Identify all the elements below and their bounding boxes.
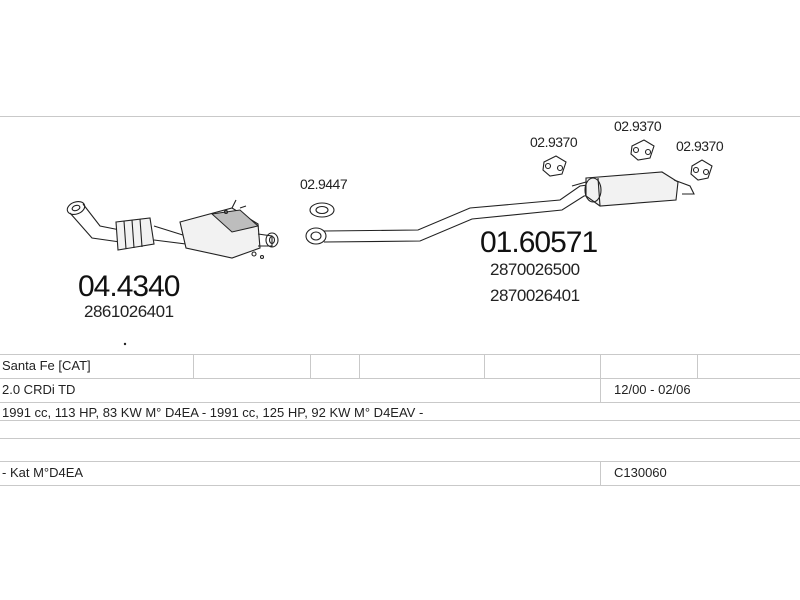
rear-silencer-oe-number: 2870026500 xyxy=(490,260,580,279)
table-rule-4 xyxy=(0,420,800,421)
rear-silencer-part-number: 01.60571 xyxy=(480,226,598,259)
note-cell: - Kat M°D4EA xyxy=(2,465,84,480)
model-cell: Santa Fe [CAT] xyxy=(2,358,91,373)
col-divider xyxy=(193,355,194,378)
table-rule-1 xyxy=(0,354,800,355)
hanger-right-label: 02.9370 xyxy=(676,138,724,154)
col-divider xyxy=(697,355,698,378)
hanger-left-part xyxy=(542,155,567,177)
front-pipe-catalyst xyxy=(66,199,279,260)
table-rule-7 xyxy=(0,485,800,486)
col-divider xyxy=(600,379,601,402)
front-pipe-part-number: 04.4340 xyxy=(78,270,180,303)
code-cell: C130060 xyxy=(614,465,667,480)
rear-silencer xyxy=(571,171,695,207)
specs-cell: 1991 cc, 113 HP, 83 KW M° D4EA - 1991 cc… xyxy=(2,405,424,420)
exhaust-system-diagram xyxy=(66,139,713,346)
table-rule-2 xyxy=(0,378,800,379)
front-pipe-oe-number: 2861026401 xyxy=(84,302,174,321)
gasket-part xyxy=(309,202,335,218)
col-divider xyxy=(484,355,485,378)
table-rule-5 xyxy=(0,438,800,439)
rear-silencer-oe-number: 2870026401 xyxy=(490,286,580,305)
col-divider xyxy=(310,355,311,378)
years-cell: 12/00 - 02/06 xyxy=(614,382,691,397)
gasket-label: 02.9447 xyxy=(300,176,348,192)
col-divider xyxy=(600,355,601,378)
table-rule-6 xyxy=(0,461,800,462)
table-rule-3 xyxy=(0,402,800,403)
col-divider xyxy=(359,355,360,378)
marker-dot xyxy=(123,342,127,346)
col-divider xyxy=(600,462,601,485)
hanger-right-part xyxy=(690,159,713,181)
hanger-mid-label: 02.9370 xyxy=(614,118,662,134)
top-rule xyxy=(0,116,800,117)
hanger-left-label: 02.9370 xyxy=(530,134,578,150)
engine-cell: 2.0 CRDi TD xyxy=(2,382,76,397)
hanger-mid-part xyxy=(630,139,655,161)
